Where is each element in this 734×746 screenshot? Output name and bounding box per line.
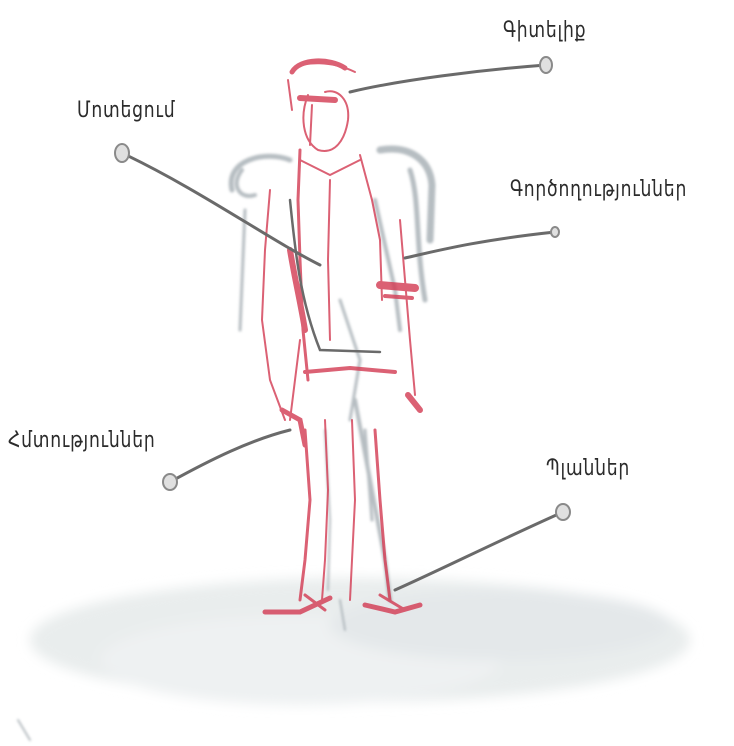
red-sketch-strokes <box>262 61 420 612</box>
label-head: Գիտելիք <box>503 18 586 43</box>
label-abilities: Հմտություններ <box>8 428 156 453</box>
pin-knob-icon <box>556 504 570 520</box>
pointer-line-plans <box>395 512 563 590</box>
label-plans: Պլաններ <box>546 456 630 481</box>
label-skill: Մոտեցում <box>77 98 175 123</box>
pointer-line-head <box>350 65 546 92</box>
pointer-lines <box>122 65 563 590</box>
pin-knob-icon <box>540 57 552 73</box>
pointer-line-abilities <box>170 430 290 482</box>
label-activities: Գործողություններ <box>510 177 687 202</box>
ground-shadow <box>30 578 690 705</box>
pin-knob-icon <box>163 474 177 490</box>
pin-knob-icon <box>115 144 129 162</box>
pointer-knobs <box>115 57 570 520</box>
pin-knob-icon <box>551 227 559 237</box>
